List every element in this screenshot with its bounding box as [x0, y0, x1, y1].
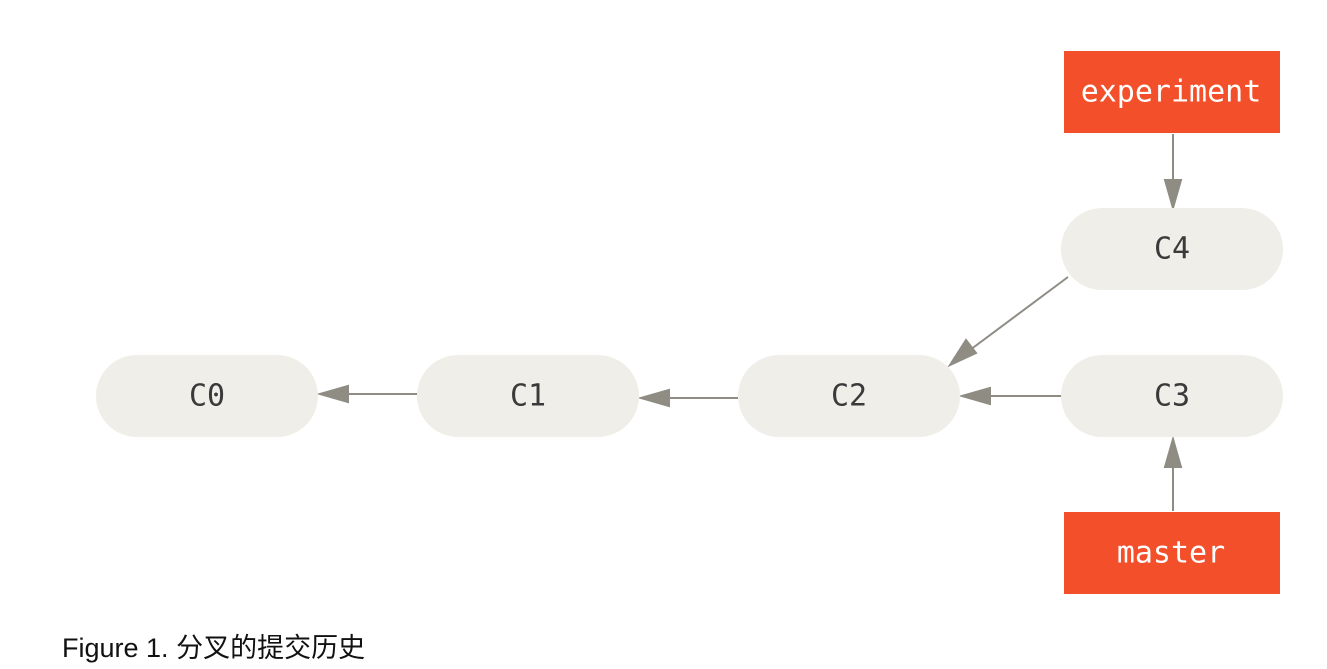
commit-c3-shape [1061, 355, 1283, 437]
commit-c1-shape [417, 355, 639, 437]
branch-master-shape [1064, 512, 1280, 594]
commit-c0-shape [96, 355, 318, 437]
figure-caption-prefix: Figure 1. [62, 633, 169, 663]
commit-c0: C0 [96, 355, 318, 437]
arrowhead-c3 [1163, 435, 1183, 468]
commit-c1-label: C1 [510, 379, 546, 414]
branch-master: master [1064, 512, 1280, 594]
figure-caption: Figure 1. 分叉的提交历史 [62, 626, 365, 665]
arrowhead-c4 [1163, 179, 1183, 212]
edge-c4-c2 [969, 276, 1069, 351]
edges [316, 134, 1183, 511]
branch-experiment-label: experiment [1081, 75, 1262, 110]
commit-c2: C2 [738, 355, 960, 437]
branch-experiment: experiment [1064, 51, 1280, 133]
commit-c2-label: C2 [831, 379, 867, 414]
commit-c2-shape [738, 355, 960, 437]
commit-c3: C3 [1061, 355, 1283, 437]
branch-experiment-shape [1064, 51, 1280, 133]
commit-c4-shape [1061, 208, 1283, 290]
commit-c3-label: C3 [1154, 379, 1190, 414]
commit-c1: C1 [417, 355, 639, 437]
arrowhead-c1 [637, 388, 670, 408]
commit-c4: C4 [1061, 208, 1283, 290]
commit-c4-label: C4 [1154, 232, 1190, 267]
arrowhead-c0 [316, 384, 349, 404]
branch-master-label: master [1117, 536, 1225, 571]
arrowhead-c2-from-c3 [958, 386, 991, 406]
commit-history-diagram: C0 C1 C2 C3 C4 experiment master [96, 51, 1283, 594]
commit-c0-label: C0 [189, 379, 225, 414]
figure-caption-text: 分叉的提交历史 [176, 633, 366, 664]
arrowhead-c2-from-c4 [947, 338, 978, 368]
